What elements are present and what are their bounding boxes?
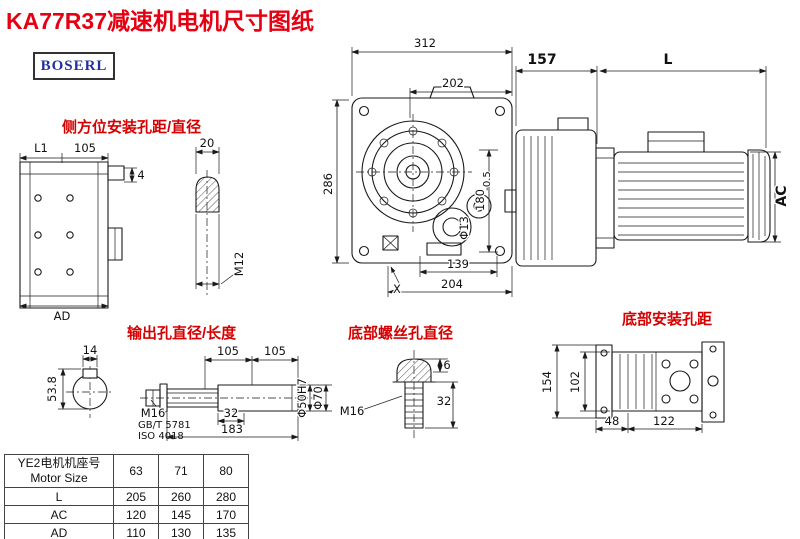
dim-105a: 105 <box>217 344 239 358</box>
motor-size-table: YE2电机机座号 Motor Size 63 71 80 L 205 260 2… <box>4 454 249 539</box>
dim-105b: 105 <box>264 344 286 358</box>
page-title: KA77R37减速机电机尺寸图纸 <box>6 8 314 34</box>
dim-32-bolt: 32 <box>437 394 452 408</box>
callout-bottom-mount: 底部安装孔距 <box>622 311 713 328</box>
output-shaft-detail: 105 105 M16 GB/T 5781 ISO 4018 32 183 Φ5… <box>137 343 332 443</box>
dim-157: 157 <box>527 52 556 68</box>
standard-gbt: GB/T 5781 <box>138 420 191 431</box>
table-cell: 120 <box>113 505 159 524</box>
dia-70: Φ70 <box>311 386 325 410</box>
dim-154: 154 <box>540 371 554 393</box>
motor-side-view: 157 L AC <box>504 51 791 267</box>
dim-4: 4 <box>137 168 144 182</box>
bottom-screw-detail: M16 6 32 <box>338 350 458 438</box>
dim-122: 122 <box>653 414 675 428</box>
side-mount-detail: 20 M12 <box>195 135 247 296</box>
front-view: 312 202 286 180 -0.5 Φ13 139 204 X <box>320 35 513 297</box>
dim-204: 204 <box>441 277 463 291</box>
dim-ac: AC <box>774 185 790 206</box>
table-cell: 170 <box>203 505 249 524</box>
dim-180-tol: -0.5 <box>482 171 493 191</box>
callout-bottom-screw: 底部螺丝孔直径 <box>348 325 454 342</box>
table-cell: 260 <box>158 487 204 506</box>
dim-183: 183 <box>221 422 243 436</box>
table-cell: 135 <box>203 523 249 539</box>
dim-48: 48 <box>605 414 620 428</box>
standard-iso: ISO 4018 <box>138 431 184 442</box>
table-row-ad: AD 110 130 135 <box>4 523 249 539</box>
frame-size-63: 63 <box>113 454 159 488</box>
table-row-l: L 205 260 280 <box>4 487 249 506</box>
table-header-row: YE2电机机座号 Motor Size 63 71 80 <box>4 454 249 488</box>
hole-dia-callout: Φ13 <box>457 216 471 240</box>
left-side-view: L1 105 4 AD <box>19 140 146 324</box>
dim-32-shaft: 32 <box>224 406 239 420</box>
dim-286: 286 <box>321 173 335 195</box>
table-header-cn: YE2电机机座号 <box>17 456 101 470</box>
table-header-en: Motor Size <box>30 471 88 485</box>
dim-l1: L1 <box>34 141 48 155</box>
dim-6: 6 <box>443 358 450 372</box>
thread-m12: M12 <box>232 252 246 277</box>
dim-l: L <box>664 52 673 68</box>
table-cell: 205 <box>113 487 159 506</box>
dim-14: 14 <box>83 343 98 357</box>
dim-202: 202 <box>442 76 464 90</box>
callout-output-hole: 输出孔直径/长度 <box>127 325 237 342</box>
dia-50: Φ50H7 <box>295 378 309 418</box>
dim-105: 105 <box>74 141 96 155</box>
brand-logo: BOSERL <box>33 52 115 80</box>
table-header-motor-size: YE2电机机座号 Motor Size <box>4 454 114 488</box>
row-label: AC <box>4 505 114 524</box>
dim-53-8: 53.8 <box>45 376 59 402</box>
dim-ad: AD <box>54 309 71 323</box>
table-cell: 110 <box>113 523 159 539</box>
table-cell: 145 <box>158 505 204 524</box>
table-row-ac: AC 120 145 170 <box>4 505 249 524</box>
thread-m16-shaft: M16 <box>141 406 166 420</box>
dim-312: 312 <box>414 36 436 50</box>
frame-size-71: 71 <box>158 454 204 488</box>
callout-side-mount: 侧方位安装孔距/直径 <box>62 119 202 136</box>
dim-102: 102 <box>568 371 582 393</box>
dim-180: 180 <box>473 189 487 211</box>
row-label: AD <box>4 523 114 539</box>
thread-m16-bolt: M16 <box>340 404 365 418</box>
dim-20: 20 <box>200 136 215 150</box>
shaft-cross-section: 14 53.8 <box>44 342 114 418</box>
dim-139: 139 <box>447 257 469 271</box>
table-cell: 280 <box>203 487 249 506</box>
detail-mark-x: X <box>393 282 401 296</box>
table-cell: 130 <box>158 523 204 539</box>
row-label: L <box>4 487 114 506</box>
frame-size-80: 80 <box>203 454 249 488</box>
bottom-mount-view: 154 102 48 122 <box>539 341 725 433</box>
